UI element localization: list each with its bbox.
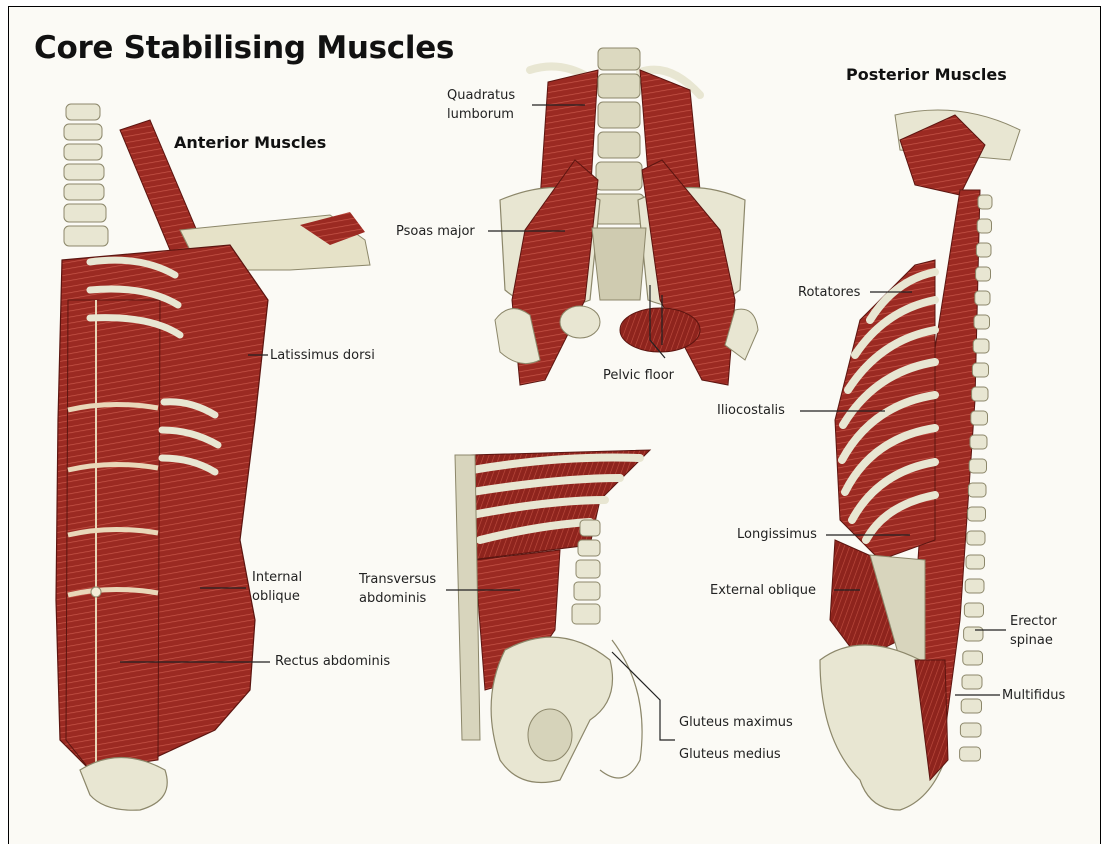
vertebra: [967, 531, 985, 545]
vertebra: [970, 435, 987, 449]
vertebra: [976, 267, 991, 281]
page-title: Core Stabilising Muscles: [34, 30, 454, 66]
vertebra: [976, 243, 991, 257]
label-internal-oblique: Internal oblique: [252, 568, 302, 606]
vertebra: [974, 315, 990, 329]
vertebra: [972, 363, 988, 377]
vertebra: [961, 699, 981, 713]
vertebra: [964, 603, 983, 617]
vertebra: [968, 483, 986, 497]
posterior-muscles-figure: [820, 110, 1020, 810]
vertebra: [969, 459, 986, 473]
label-transversus-abdominis: Transversus abdominis: [359, 570, 436, 608]
anterior-muscles-figure: [56, 104, 370, 810]
label-erector-spinae: Erector spinae: [1010, 612, 1057, 650]
label-multifidus: Multifidus: [1002, 686, 1065, 705]
anterior-muscles-heading: Anterior Muscles: [174, 133, 326, 152]
vertebra: [962, 675, 982, 689]
vertebra: [965, 579, 984, 593]
vertebra: [972, 387, 988, 401]
label-psoas-major: Psoas major: [396, 222, 475, 241]
label-latissimus-dorsi: Latissimus dorsi: [270, 346, 375, 365]
vertebra: [963, 651, 983, 665]
pelvic-floor-shape: [620, 308, 700, 352]
transversus-figure: [455, 450, 650, 783]
cervical-spine: [64, 104, 108, 246]
lumbar-spine: [594, 48, 644, 224]
label-rectus-abdominis: Rectus abdominis: [275, 652, 390, 671]
vertebra: [978, 195, 992, 209]
vertebra: [975, 291, 990, 305]
label-gluteus-medius: Gluteus medius: [679, 745, 781, 764]
vertebra: [973, 339, 989, 353]
posterior-muscles-heading: Posterior Muscles: [846, 65, 1007, 84]
vertebra: [968, 507, 986, 521]
vertebra: [977, 219, 991, 233]
vertebra: [971, 411, 988, 425]
label-rotatores: Rotatores: [798, 283, 860, 302]
label-quadratus-lumborum: Quadratus lumborum: [447, 86, 515, 124]
label-longissimus: Longissimus: [737, 525, 817, 544]
sacrum: [592, 228, 646, 300]
vertebra: [960, 747, 981, 761]
label-iliocostalis: Iliocostalis: [717, 401, 785, 420]
vertebra: [960, 723, 981, 737]
vertebra: [966, 555, 985, 569]
label-external-oblique: External oblique: [710, 581, 816, 600]
label-pelvic-floor: Pelvic floor: [603, 366, 674, 385]
vertebra: [964, 627, 983, 641]
anterior-pelvis: [80, 758, 167, 811]
label-gluteus-maximus: Gluteus maximus: [679, 713, 793, 732]
psoas-figure: [495, 48, 758, 385]
